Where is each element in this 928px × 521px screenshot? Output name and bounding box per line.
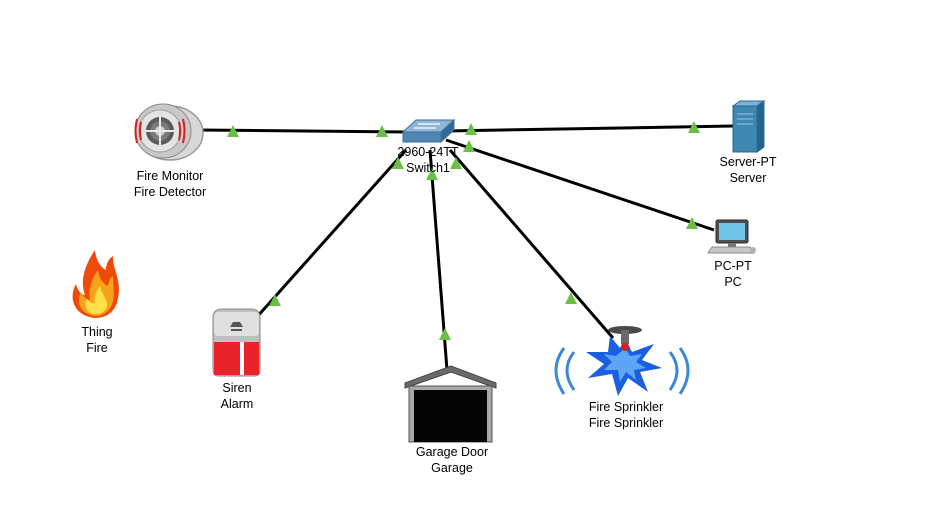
- link-switch-pc[interactable]: [445, 138, 715, 232]
- fire-label: Thing Fire: [81, 324, 112, 356]
- fire-model: Thing: [81, 325, 113, 339]
- link-up-indicator: [565, 292, 577, 304]
- siren-icon[interactable]: [212, 308, 261, 377]
- pc-icon[interactable]: [707, 219, 756, 254]
- fire-icon[interactable]: [72, 250, 119, 318]
- link-up-indicator: [376, 125, 388, 137]
- fire-detector-model: Fire Monitor: [136, 169, 204, 183]
- server-model: Server-PT: [719, 155, 777, 169]
- switch-model: 2960-24TT: [397, 145, 459, 159]
- fire-detector-label: Fire Monitor Fire Detector: [134, 168, 206, 200]
- switch-name: Switch1: [406, 161, 450, 175]
- fire-sprinkler-icon[interactable]: [554, 326, 690, 396]
- server-label: Server-PT Server: [720, 154, 777, 186]
- link-up-indicator: [227, 125, 239, 137]
- switch-label: 2960-24TT Switch1: [397, 144, 458, 176]
- pc-model: PC-PT: [714, 259, 752, 273]
- link-switch-sprinkler[interactable]: [448, 149, 615, 339]
- fire-name: Fire: [86, 341, 108, 355]
- garage-label: Garage Door Garage: [416, 444, 488, 476]
- sprinkler-model: Fire Sprinkler: [588, 400, 664, 414]
- link-up-indicator: [450, 157, 462, 169]
- siren-model: Siren: [222, 381, 252, 395]
- links: [199, 124, 734, 371]
- pc-name: PC: [724, 275, 742, 289]
- link-switch-server[interactable]: [445, 124, 734, 133]
- link-up-indicator: [269, 294, 281, 306]
- garage-door-icon[interactable]: [404, 365, 497, 443]
- sprinkler-label: Fire Sprinkler Fire Sprinkler: [589, 399, 663, 431]
- pc-label: PC-PT PC: [714, 258, 752, 290]
- server-name: Server: [729, 171, 767, 185]
- link-up-indicator: [465, 123, 477, 135]
- link-up-indicator: [686, 217, 698, 229]
- link-up-indicator: [463, 140, 475, 152]
- link-up-indicator: [688, 121, 700, 133]
- fire-detector-name: Fire Detector: [133, 185, 207, 199]
- link-up-indicator: [439, 328, 451, 340]
- link-switch-siren[interactable]: [254, 149, 408, 319]
- sprinkler-name: Fire Sprinkler: [588, 416, 664, 430]
- switch-icon[interactable]: [401, 118, 456, 144]
- link-up-indicator: [392, 157, 404, 169]
- garage-name: Garage: [431, 461, 473, 475]
- fire-detector-icon[interactable]: [134, 103, 204, 161]
- link-status-indicators: [227, 121, 700, 340]
- siren-name: Alarm: [220, 397, 254, 411]
- garage-model: Garage Door: [415, 445, 489, 459]
- siren-label: Siren Alarm: [221, 380, 254, 412]
- link-up-indicator: [426, 168, 438, 180]
- server-icon[interactable]: [731, 100, 766, 153]
